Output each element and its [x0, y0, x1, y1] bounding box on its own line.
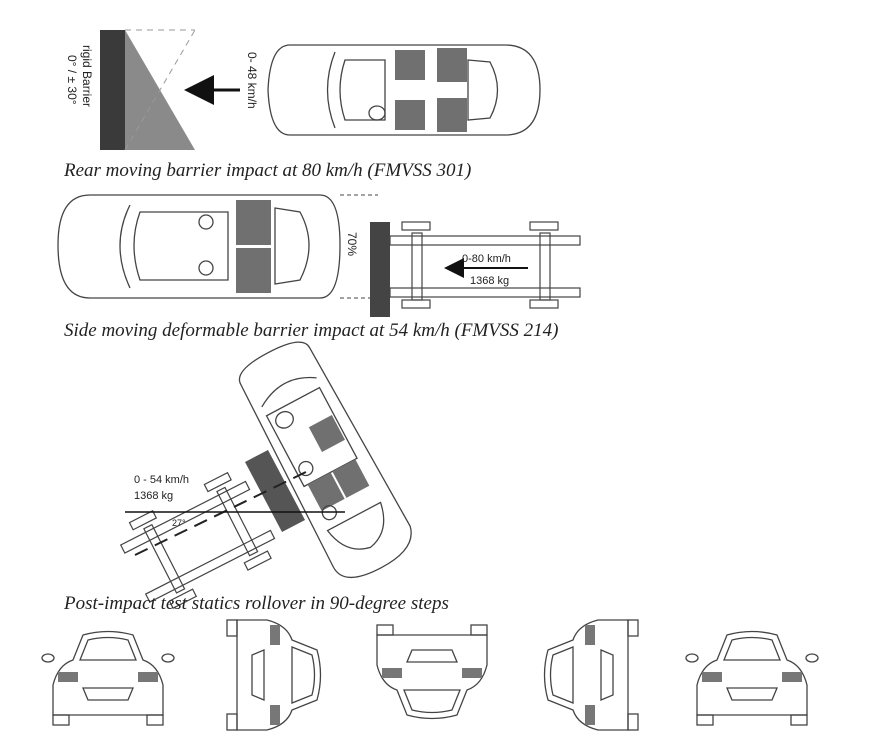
oblique-angle-label: 27°: [172, 518, 186, 528]
oblique-seat-1: [308, 415, 345, 452]
cart-wheel-4: [529, 299, 559, 309]
cart-wheel-1: [401, 221, 431, 231]
oblique-mass-label: 1368 kg: [134, 490, 173, 502]
oblique-dummy-2: [321, 504, 337, 521]
seat-front-left: [437, 48, 467, 82]
seat-block-left: [236, 200, 271, 245]
barrier-label-line1: rigid Barrier: [80, 45, 94, 107]
deformable-barrier-face: [370, 222, 390, 317]
oblique-dummy-1: [298, 460, 314, 477]
rollover-car-90deg: [226, 619, 322, 731]
rollover-car-0deg: [41, 630, 175, 726]
car-top-view: [267, 44, 541, 136]
dummy-front: [198, 214, 214, 230]
caption-side-impact: Side moving deformable barrier impact at…: [64, 320, 559, 341]
oblique-seat-3: [307, 472, 345, 512]
speed-label: 0- 48 km/h: [245, 52, 259, 109]
overlap-label: 70%: [345, 232, 359, 256]
rigid-barrier-face: [100, 30, 125, 150]
barrier-angle-line: [124, 29, 196, 151]
dummy-rear: [198, 260, 214, 276]
car-side-target: [57, 194, 341, 299]
oblique-cart: [119, 471, 276, 609]
seat-front-right: [437, 98, 467, 132]
side-speed-label: 0-80 km/h: [462, 253, 511, 265]
panel-rear-barrier: rigid Barrier 0° / ± 30° 0- 48 km/h: [65, 29, 541, 151]
caption-rollover: Post-impact test statics rollover in 90-…: [64, 593, 449, 614]
panel-oblique-impact: 0 - 54 km/h 1368 kg 27°: [119, 341, 412, 609]
barrier-cart: [389, 221, 581, 309]
cart-wheel-3: [529, 221, 559, 231]
caption-rear-impact: Rear moving barrier impact at 80 km/h (F…: [64, 160, 472, 181]
seat-block-right: [236, 248, 271, 293]
seat-rear-left: [395, 50, 425, 80]
oblique-speed-label: 0 - 54 km/h: [134, 474, 189, 486]
oblique-seat-2: [332, 459, 370, 498]
panel-side-barrier: 70% 0-80 km/h 1368 kg: [57, 194, 581, 317]
barrier-label-line2: 0° / ± 30°: [65, 55, 79, 105]
car-oblique: [238, 341, 412, 579]
rollover-car-180deg: [376, 624, 488, 720]
rollover-car-360deg: [685, 630, 819, 726]
oblique-barrier-face: [245, 450, 305, 532]
rollover-sequence: [41, 619, 819, 731]
seat-rear-right: [395, 100, 425, 130]
side-mass-label: 1368 kg: [470, 275, 509, 287]
rollover-car-270deg: [543, 619, 639, 731]
cart-wheel-2: [401, 299, 431, 309]
